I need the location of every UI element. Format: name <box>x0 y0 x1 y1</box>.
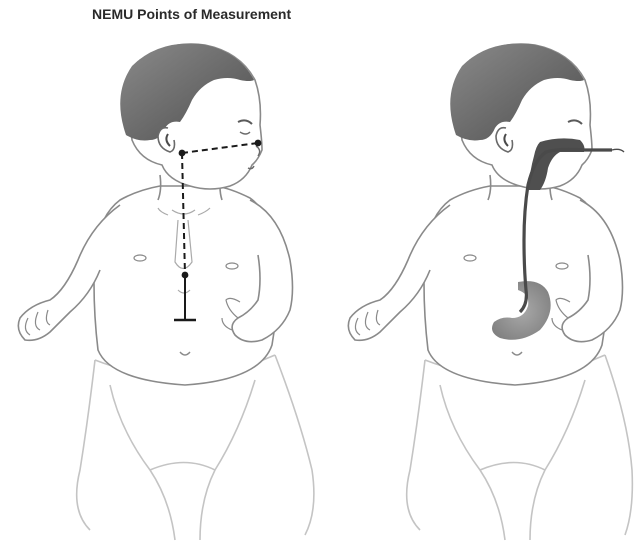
baby-right <box>348 43 632 540</box>
baby-left <box>18 43 314 540</box>
xiphoid-point <box>182 272 189 279</box>
earlobe-point <box>179 150 186 157</box>
nose-tip-point <box>255 140 262 147</box>
